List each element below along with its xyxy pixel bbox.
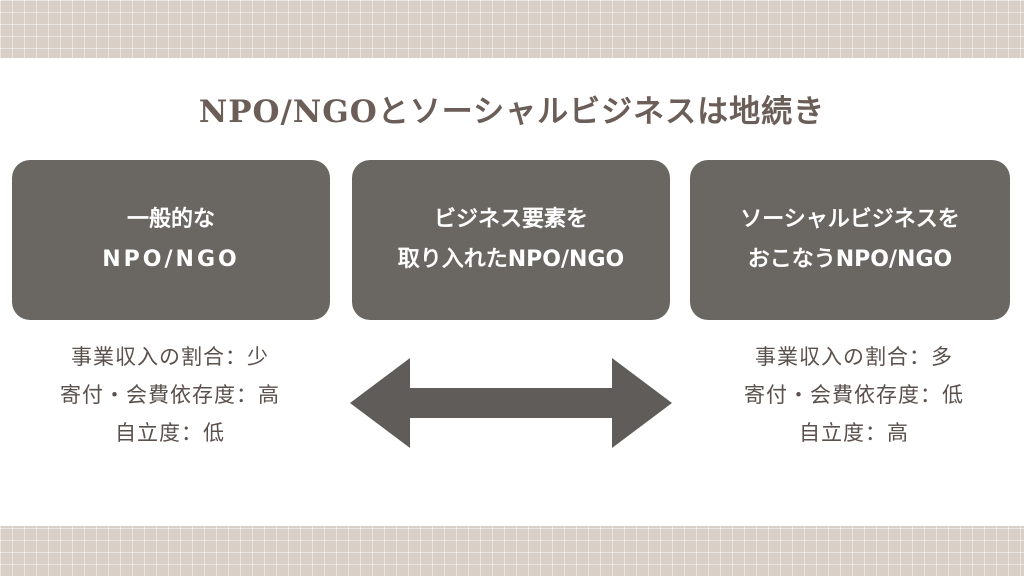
left-desc-donation: 寄付・会費依存度：高 [60,383,280,407]
box-general-line1: 一般的な [126,207,215,232]
left-description: 事業収入の割合：少 寄付・会費依存度：高 自立度：低 [0,338,340,452]
left-desc-revenue: 事業収入の割合：少 [71,345,269,369]
box-general-npo: 一般的な NPO/NGO [12,160,330,320]
right-desc-donation: 寄付・会費依存度：低 [744,383,964,407]
box-social-line2: おこなうNPO/NGO [747,247,953,272]
box-business-line2: 取り入れたNPO/NGO [397,247,625,272]
double-headed-arrow-icon [350,358,672,448]
left-desc-independence: 自立度：低 [115,421,225,445]
box-social-line1: ソーシャルビジネスを [740,207,960,232]
box-social-business-npo: ソーシャルビジネスを おこなうNPO/NGO [690,160,1010,320]
box-business-npo: ビジネス要素を 取り入れたNPO/NGO [352,160,670,320]
right-description: 事業収入の割合：多 寄付・会費依存度：低 自立度：高 [684,338,1024,452]
right-desc-independence: 自立度：高 [799,421,909,445]
content-panel: NPO/NGOとソーシャルビジネスは地続き 一般的な NPO/NGO ビジネス要… [0,58,1024,526]
box-business-line1: ビジネス要素を [433,207,588,232]
right-desc-revenue: 事業収入の割合：多 [755,345,953,369]
arrow-shape [350,358,672,448]
page-title: NPO/NGOとソーシャルビジネスは地続き [198,94,826,130]
box-general-line2: NPO/NGO [102,247,240,272]
